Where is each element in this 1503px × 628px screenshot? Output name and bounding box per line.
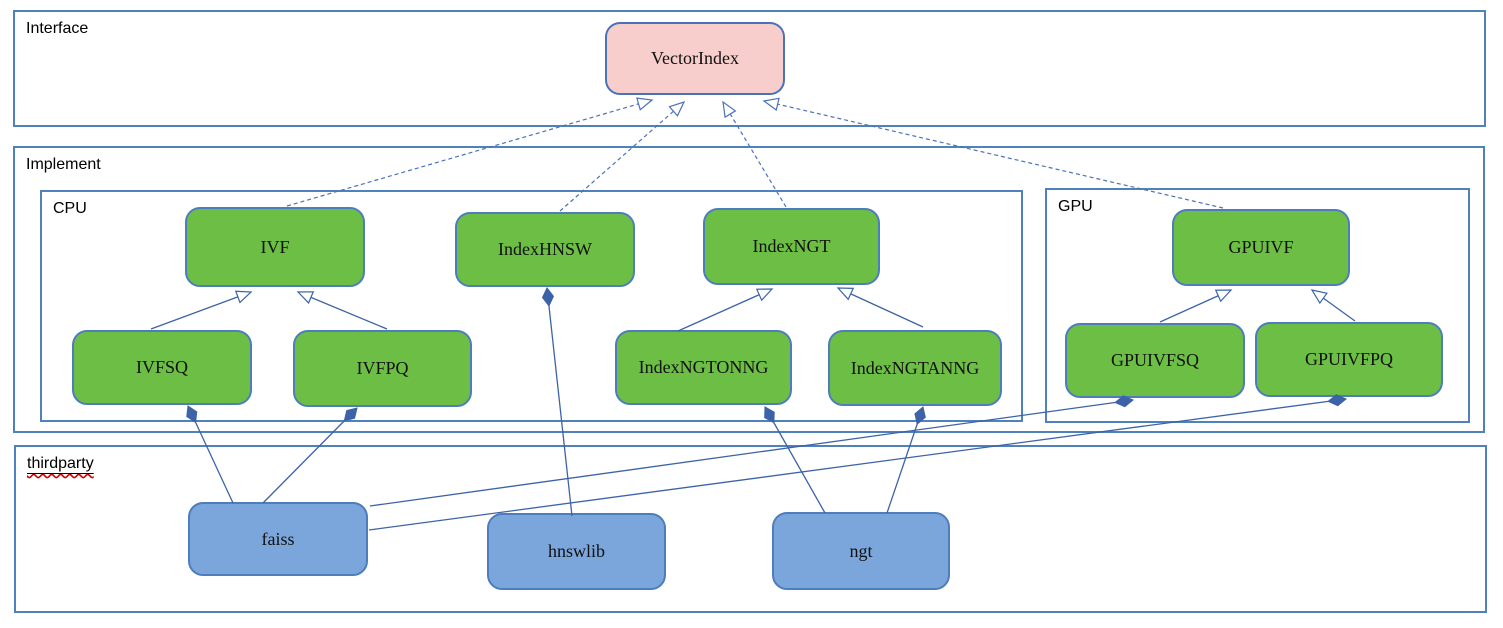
container-gpu-label: GPU [1058, 198, 1093, 215]
node-ivfpq[interactable]: IVFPQ [293, 330, 472, 407]
container-interface-label: Interface [26, 20, 89, 37]
node-gpuivfsq-label: GPUIVFSQ [1110, 350, 1200, 370]
node-gpuivf-label: GPUIVF [1228, 237, 1294, 257]
node-ivfsq-label: IVFSQ [135, 357, 188, 377]
node-faiss[interactable]: faiss [188, 502, 368, 576]
node-indexhnsw[interactable]: IndexHNSW [455, 212, 635, 287]
node-vectorindex[interactable]: VectorIndex [605, 22, 785, 95]
node-indexngtanng[interactable]: IndexNGTANNG [828, 330, 1002, 406]
node-indexngt-label: IndexNGT [752, 236, 831, 256]
node-gpuivfpq[interactable]: GPUIVFPQ [1255, 322, 1443, 397]
node-ivf-label: IVF [260, 236, 290, 257]
node-faiss-label: faiss [261, 528, 295, 549]
node-ivfsq[interactable]: IVFSQ [72, 330, 252, 405]
node-vectorindex-label: VectorIndex [651, 48, 739, 68]
node-indexhnsw-label: IndexHNSW [498, 239, 592, 259]
node-gpuivf[interactable]: GPUIVF [1172, 209, 1350, 286]
node-indexngtonng-label: IndexNGTONNG [638, 357, 769, 377]
node-ivf[interactable]: IVF [185, 207, 365, 287]
container-implement-label: Implement [26, 156, 101, 173]
node-gpuivfpq-label: GPUIVFPQ [1304, 349, 1394, 369]
node-indexngtonng[interactable]: IndexNGTONNG [615, 330, 792, 405]
node-indexngt[interactable]: IndexNGT [703, 208, 880, 285]
thirdparty-text: thirdparty [27, 455, 94, 472]
container-cpu-label: CPU [53, 200, 87, 217]
node-ngt-label: ngt [849, 540, 873, 561]
node-ngt[interactable]: ngt [772, 512, 950, 590]
node-hnswlib-label: hnswlib [547, 541, 605, 561]
container-thirdparty-label: thirdparty [27, 455, 94, 473]
node-ivfpq-label: IVFPQ [356, 358, 409, 378]
node-hnswlib[interactable]: hnswlib [487, 513, 666, 590]
node-indexngtanng-label: IndexNGTANNG [850, 357, 980, 378]
node-gpuivfsq[interactable]: GPUIVFSQ [1065, 323, 1245, 398]
